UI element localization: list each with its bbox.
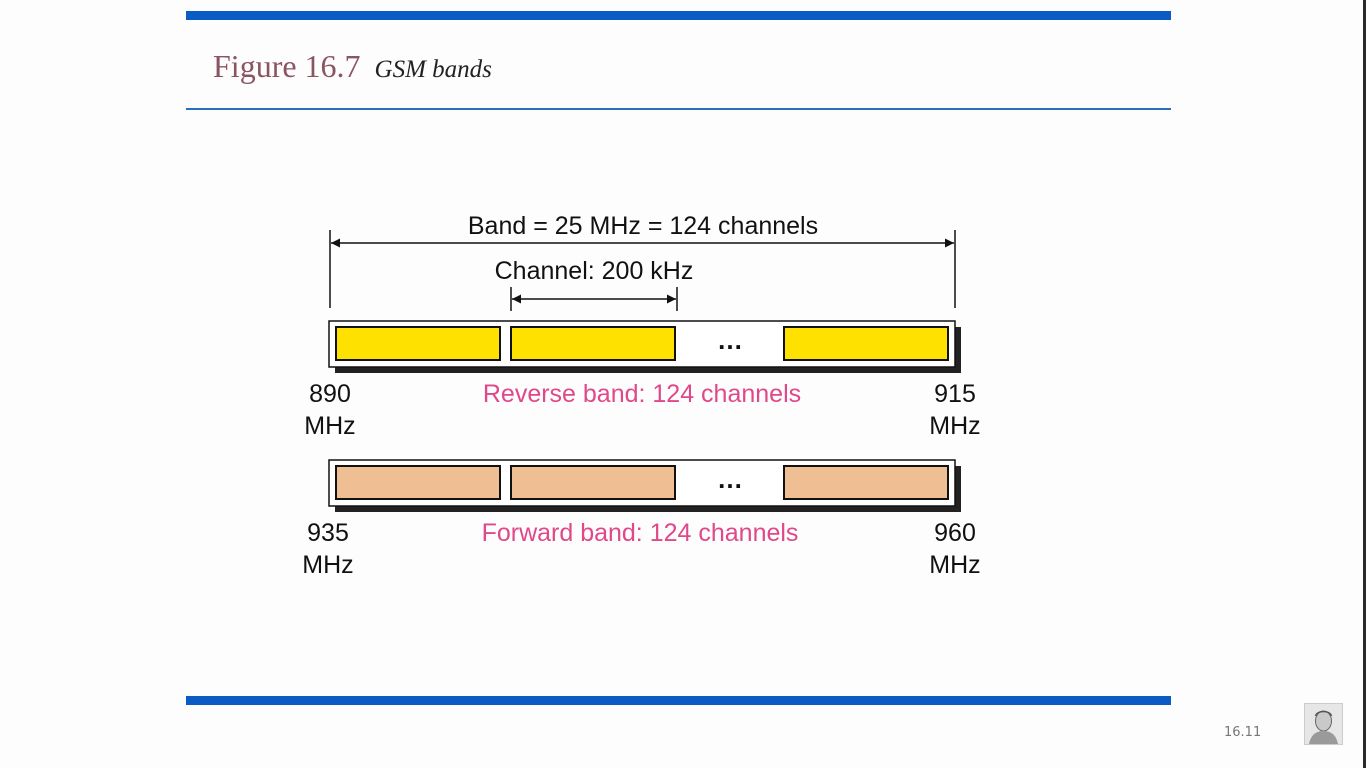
- forward-start-value: 935: [307, 519, 349, 547]
- forward-ellipsis: …: [717, 464, 743, 494]
- band-label: Band = 25 MHz = 124 channels: [468, 212, 818, 240]
- forward-channel-block: [336, 466, 500, 499]
- reverse-start-value: 890: [309, 380, 351, 408]
- presenter-avatar: [1304, 703, 1343, 745]
- reverse-ellipsis: …: [717, 325, 743, 355]
- reverse-start-unit: MHz: [304, 412, 355, 440]
- forward-end-unit: MHz: [929, 551, 980, 579]
- forward-start-unit: MHz: [302, 551, 353, 579]
- page-number: 16.11: [1224, 725, 1261, 740]
- reverse-end-value: 915: [934, 380, 976, 408]
- bottom-rule: [186, 696, 1171, 705]
- reverse-channel-block: [511, 327, 675, 360]
- forward-end-value: 960: [934, 519, 976, 547]
- reverse-band-caption: Reverse band: 124 channels: [483, 380, 801, 408]
- reverse-channel-block: [784, 327, 948, 360]
- forward-channel-block: [511, 466, 675, 499]
- reverse-end-unit: MHz: [929, 412, 980, 440]
- channel-dimension: Channel: 200 kHz: [495, 257, 694, 311]
- reverse-channel-block: [336, 327, 500, 360]
- forward-band-caption: Forward band: 124 channels: [482, 519, 799, 547]
- reverse-band: …: [329, 321, 961, 373]
- channel-label: Channel: 200 kHz: [495, 257, 694, 285]
- forward-band: …: [329, 460, 961, 512]
- forward-channel-block: [784, 466, 948, 499]
